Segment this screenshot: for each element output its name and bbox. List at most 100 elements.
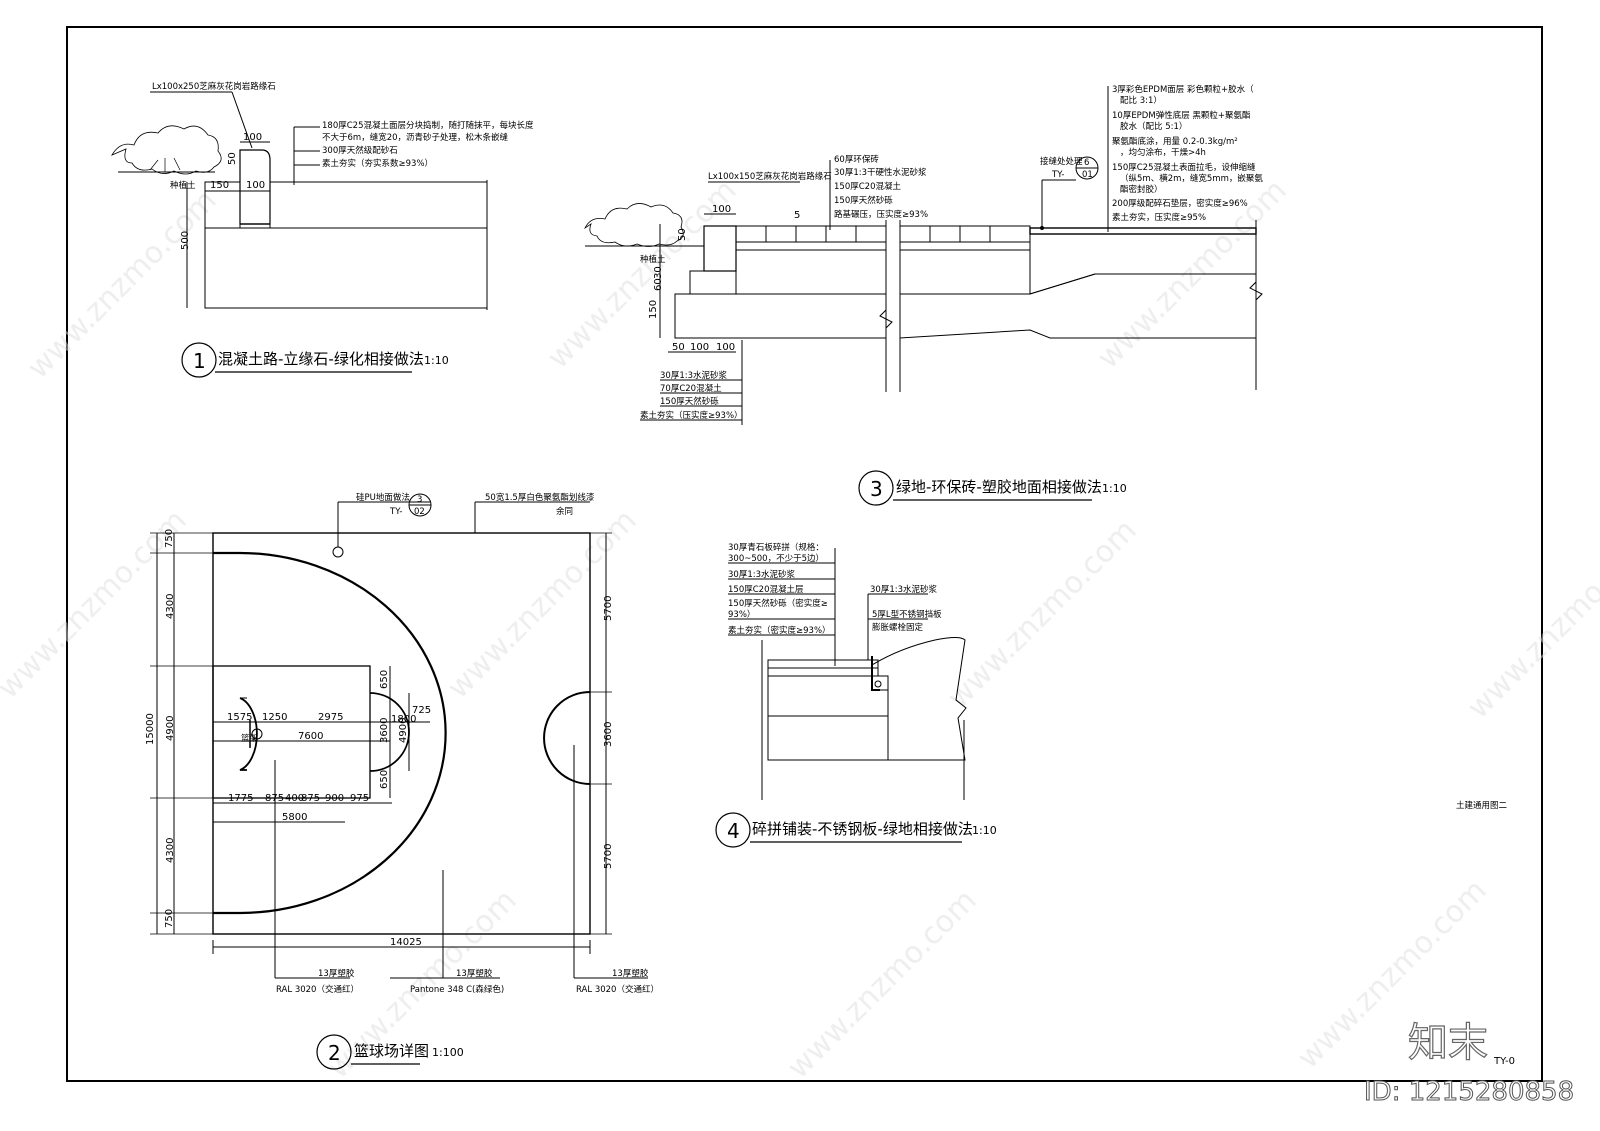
basket-label: 篮架 [241, 733, 259, 744]
dim-label: 900 [325, 793, 344, 804]
dim-label: 7600 [298, 731, 323, 742]
ref-sheet: 02 [414, 507, 425, 517]
dim-label: 60 [653, 278, 664, 291]
note: 150厚C25混凝土表面拉毛，设伸缩缝 [1112, 162, 1256, 173]
note: 150厚C20混凝土层 [728, 584, 803, 595]
note: 素土夯实（密实度≥93%） [728, 625, 831, 636]
dim-label: 100 [243, 132, 262, 143]
dim-label: 100 [712, 204, 731, 215]
note: 聚氨酯底涂，用量 0.2-0.3kg/m² [1112, 136, 1238, 147]
legend-color: Pantone 348 C(森绿色) [410, 984, 504, 995]
dim-label: 5 [794, 210, 800, 221]
detail-number: 3 [870, 477, 883, 501]
ref-prefix: TY- [389, 507, 402, 517]
note: 路基碾压，压实度≥93% [834, 209, 928, 220]
detail-1: 100 50 150 100 500 种植土 Lx100x250芝麻灰花岗岩路缘… [111, 81, 534, 378]
dim-label: 1800 [391, 714, 416, 725]
ref-prefix: TY- [1051, 170, 1064, 180]
note: 30厚1:3水泥砂浆 [728, 569, 795, 580]
dim-label: 3600 [603, 722, 614, 747]
dim-label: 15000 [145, 713, 156, 745]
dim-label: 650 [379, 770, 390, 789]
dim-label: 150 [648, 300, 659, 319]
ref-sheet: 01 [1082, 170, 1093, 180]
note: 接缝处处理 [1040, 156, 1083, 167]
detail-number: 2 [328, 1041, 341, 1065]
dim-label: 50 [672, 342, 685, 353]
soil-label: 种植土 [170, 180, 196, 191]
sheet-code: TY-0 [1493, 1056, 1515, 1067]
note: 200厚级配碎石垫层，密实度≥96% [1112, 198, 1248, 209]
legend-thickness: 13厚塑胶 [612, 968, 649, 979]
note: （纵5m、横2m，缝宽5mm，嵌聚氨 [1120, 173, 1263, 184]
note: 93%） [728, 609, 755, 620]
note: 素土夯实，压实度≥95% [1112, 212, 1206, 223]
note: 硅PU地面做法 [356, 492, 410, 503]
ref-number: 3 [417, 495, 422, 505]
watermark-text: www.znzmo.com [1461, 523, 1600, 726]
dim-label: 975 [350, 793, 369, 804]
dim-label: 725 [412, 705, 431, 716]
shrub-icon [111, 125, 222, 175]
key-area [212, 665, 371, 799]
detail-2: 篮架 750 4300 15000 4900 4300 750 5700 [145, 492, 659, 1070]
paver-row [735, 225, 1031, 243]
soil-label: 种植土 [640, 254, 666, 265]
note: 不大于6m，缝宽20，沥青砂子处理，松木条嵌缝 [322, 132, 509, 143]
note: 素土夯实（压实度≥93%） [640, 410, 743, 421]
legend-color: RAL 3020（交通红） [276, 984, 359, 995]
note: 膨胀螺栓固定 [872, 622, 924, 633]
detail-title: 绿地-环保砖-塑胶地面相接做法 [896, 478, 1102, 496]
dim-label: 50 [227, 152, 238, 165]
legend-thickness: 13厚塑胶 [318, 968, 355, 979]
detail-3: 50 30 60 150 种植土 100 50 100 100 5 Lx100x… [583, 84, 1263, 506]
sheet-border [66, 26, 1543, 1082]
detail-title: 篮球场详图 [354, 1042, 429, 1060]
sheet-name: 土建通用图二 [1456, 800, 1508, 811]
dim-label: 100 [690, 342, 709, 353]
dim-label: 3600 [379, 718, 390, 743]
note: 30厚青石板碎拼（规格： [728, 542, 824, 553]
dim-label: 875 [301, 793, 320, 804]
note: 30厚1:3水泥砂浆 [870, 584, 937, 595]
note: 150厚C20混凝土 [834, 181, 901, 192]
note: 50宽1.5厚白色聚氨酯划线漆 [485, 492, 595, 503]
detail-4: 30厚青石板碎拼（规格： 300~500，不少于5边） 30厚1:3水泥砂浆 1… [715, 542, 997, 848]
note: 30厚1:3干硬性水泥砂浆 [834, 167, 927, 178]
note: 300~500，不少于5边） [728, 553, 824, 564]
note: Lx100x250芝麻灰花岗岩路缘石 [152, 81, 276, 92]
note: 余同 [556, 506, 573, 517]
detail-number: 4 [727, 819, 740, 843]
three-point-line [213, 551, 447, 915]
note: 胶水（配比 5:1） [1120, 121, 1187, 132]
dim-label: 4300 [165, 838, 176, 863]
dim-label: 5700 [603, 596, 614, 621]
watermark-text: www.znzmo.com [941, 513, 1144, 716]
note: 60厚环保砖 [834, 154, 879, 165]
detail-scale: 1:10 [972, 824, 997, 837]
note: 300厚天然级配砂石 [322, 145, 398, 156]
watermark-text: www.znzmo.com [781, 883, 984, 1086]
note: 150厚天然砂砾（密实度≥ [728, 598, 828, 609]
dim-label: 750 [164, 529, 175, 548]
note: 10厚EPDM弹性底层 黑颗粒+聚氨酯 [1112, 110, 1251, 121]
dim-label: 5700 [603, 844, 614, 869]
dim-label: 1775 [228, 793, 253, 804]
note: Lx100x150芝麻灰花岗岩路缘石 [708, 171, 832, 182]
dim-label: 4300 [165, 594, 176, 619]
detail-scale: 1:10 [1102, 482, 1127, 495]
note: 素土夯实（夯实系数≥93%） [322, 158, 433, 169]
detail-number: 1 [193, 349, 206, 373]
detail-scale: 1:100 [432, 1046, 464, 1059]
note: ，均匀涂布，干燥>4h [1120, 147, 1206, 158]
note: 5厚L型不锈钢挡板 [872, 609, 942, 620]
brand-logo: 知末 [1408, 1020, 1488, 1066]
dim-label: 50 [677, 228, 688, 241]
detail-scale: 1:10 [424, 354, 449, 367]
dim-label: 100 [246, 180, 265, 191]
dim-label: 1575 [227, 712, 252, 723]
note: 70厚C20混凝土 [660, 383, 722, 394]
dim-label: 4900 [165, 716, 176, 741]
note: 配比 3:1） [1120, 95, 1162, 106]
